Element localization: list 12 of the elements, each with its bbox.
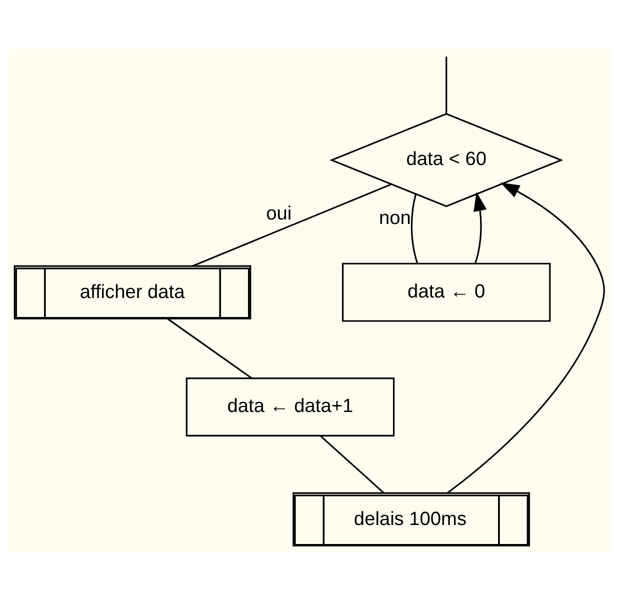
- arrow: [447, 182, 605, 494]
- arrow: [474, 192, 487, 264]
- connector: [410, 194, 418, 264]
- node-box: data ← 0: [342, 262, 551, 322]
- connector: [167, 318, 252, 379]
- connector: [320, 436, 384, 494]
- edge-label: oui: [266, 204, 292, 225]
- node-diamond: data < 60: [330, 113, 564, 208]
- edge-label: non: [379, 208, 411, 229]
- connector: [192, 184, 392, 267]
- node-box: data ← data+1: [186, 378, 395, 436]
- connector: [446, 56, 448, 114]
